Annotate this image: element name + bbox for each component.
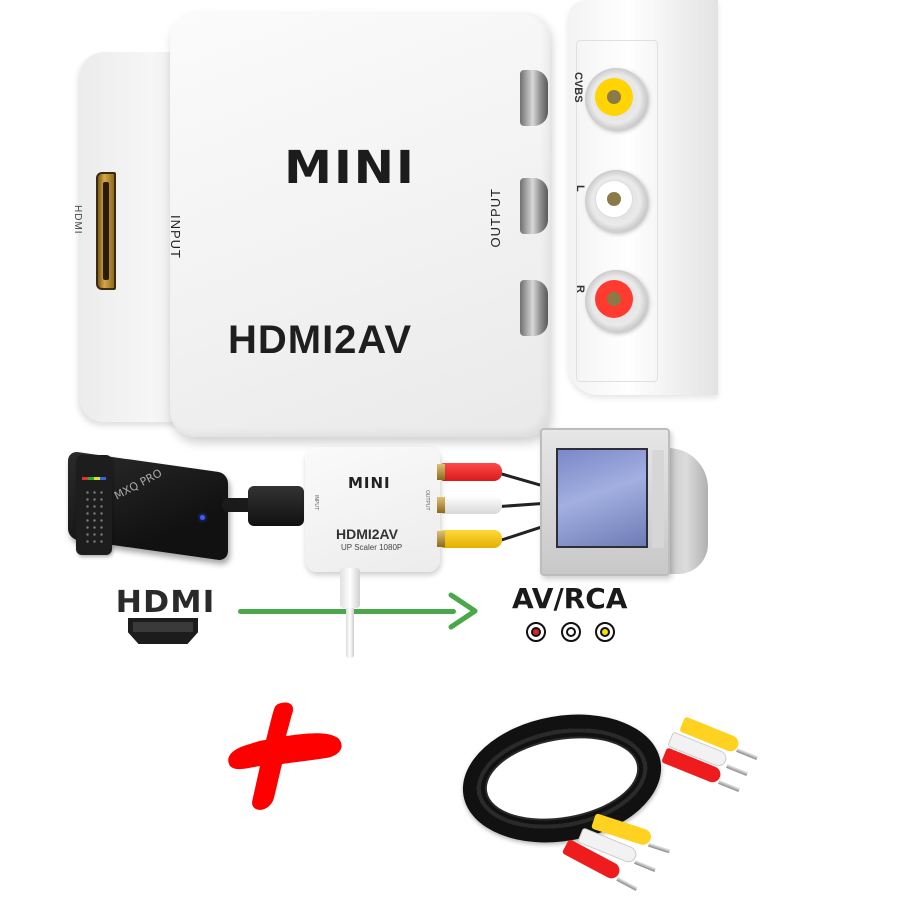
left-label: L — [574, 185, 586, 192]
plug-tip-icon — [437, 531, 445, 547]
hdmi-port-label: HDMI — [72, 205, 83, 235]
plug-pin-icon — [726, 764, 748, 776]
cvbs-label: CVBS — [572, 72, 584, 103]
plug-pin-icon — [718, 780, 740, 792]
plug-pin-icon — [736, 748, 758, 760]
model-text: HDMI2AV — [227, 318, 413, 362]
converter-front-panel — [170, 12, 550, 437]
output-label: OUTPUT — [488, 188, 503, 248]
yellow-rca-dot-icon — [595, 622, 615, 642]
tv-screen — [556, 448, 648, 548]
hdmi-connector-icon — [128, 618, 198, 644]
plus-icon — [228, 702, 342, 810]
usb-power-cable — [346, 568, 354, 658]
rca-jack-side-icon — [520, 178, 548, 234]
plug-pin-icon — [634, 860, 656, 872]
small-model-text: HDMI2AV — [336, 526, 398, 542]
plug-tip-icon — [437, 464, 445, 480]
plug-tip-icon — [437, 497, 445, 513]
small-brand-text: MINI — [348, 474, 391, 492]
white-rca-dot-icon — [561, 622, 581, 642]
plug-pin-icon — [647, 842, 671, 854]
red-rca-dot-icon — [526, 622, 546, 642]
crt-tv-back — [664, 448, 708, 574]
usb-plug-icon — [340, 568, 360, 608]
scaler-subtitle: UP Scaler 1080P — [341, 543, 403, 552]
cvbs-jack-icon — [585, 68, 647, 130]
plug-pin-icon — [616, 877, 638, 891]
brand-text: MINI — [284, 141, 416, 195]
hdmi-logo: HDMI — [115, 585, 216, 620]
white-rca-plug-icon — [440, 496, 502, 514]
right-label: R — [574, 285, 586, 293]
arrow-right-icon — [448, 592, 478, 630]
small-output-label: OUTPUT — [424, 490, 430, 511]
rca-jack-side-icon — [520, 70, 548, 126]
red-rca-plug-icon — [440, 463, 502, 481]
audio-left-jack-icon — [585, 170, 647, 232]
hdmi-port-icon — [96, 172, 116, 290]
tv-speaker-grille — [652, 450, 664, 548]
rca-jack-side-icon — [520, 280, 548, 336]
input-label: INPUT — [168, 215, 183, 259]
av-rca-label: AV/RCA — [512, 582, 628, 615]
small-input-label: INPUT — [313, 495, 319, 510]
converter-small-image — [305, 447, 440, 572]
led-indicator-icon — [200, 515, 205, 520]
remote-control-image — [76, 455, 112, 555]
hdmi-plug-icon — [248, 486, 304, 526]
yellow-rca-plug-icon — [440, 530, 502, 548]
audio-right-jack-icon — [585, 270, 647, 332]
